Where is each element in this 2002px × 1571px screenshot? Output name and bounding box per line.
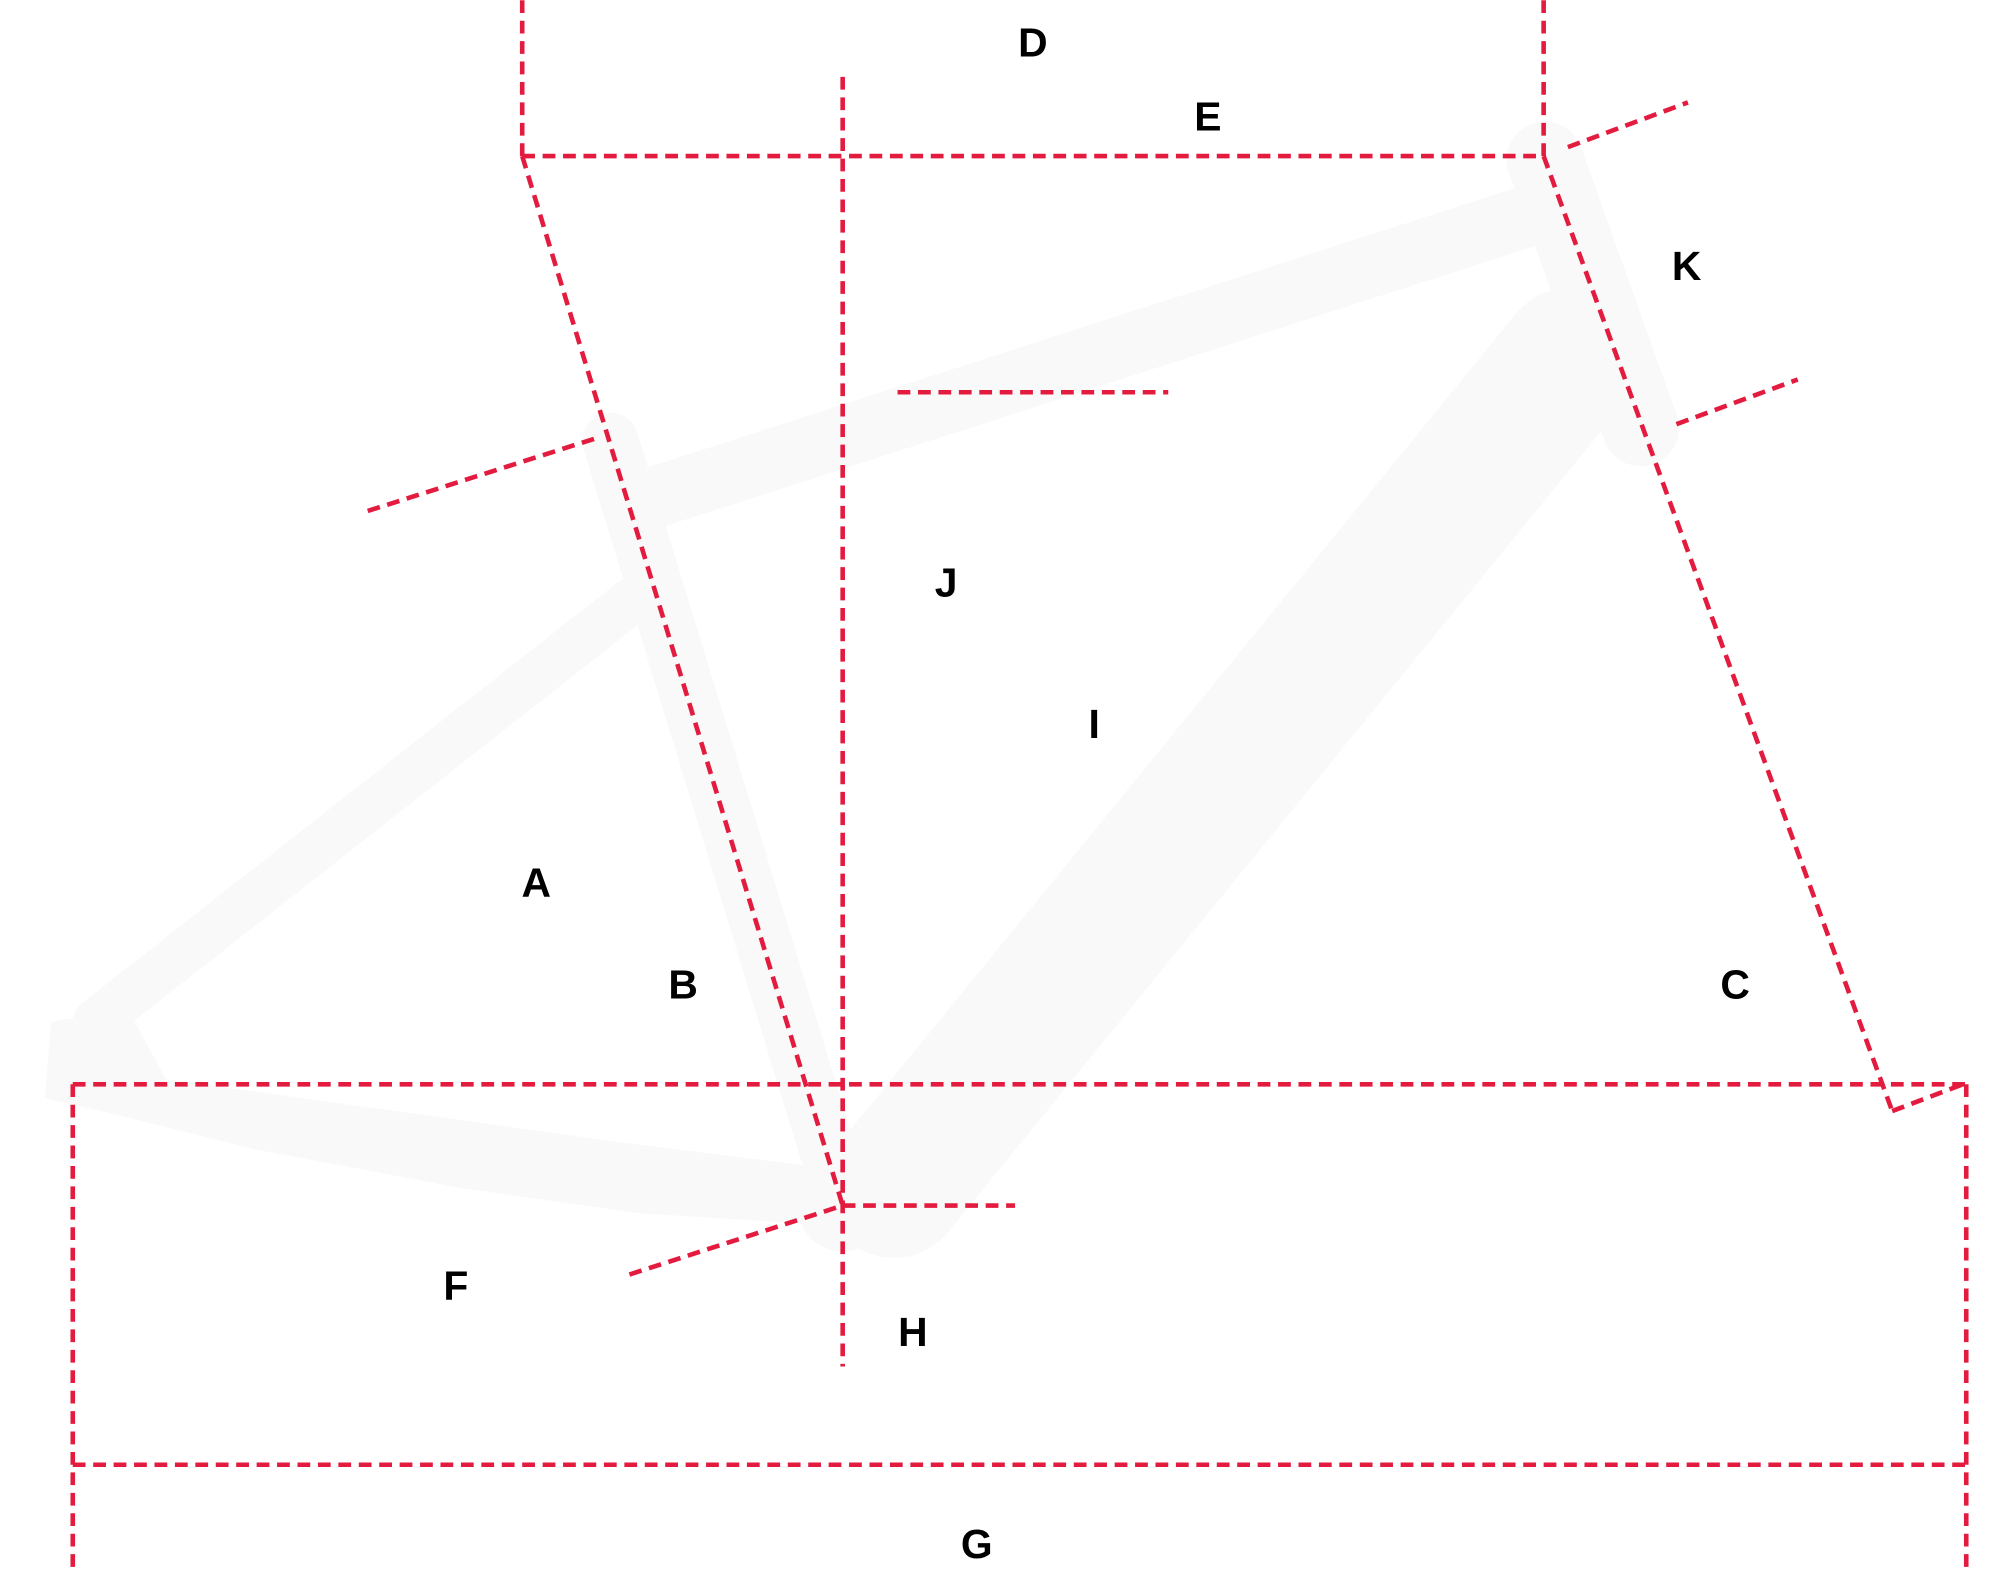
- label-f: F: [443, 1263, 468, 1309]
- seat-stay: [72, 577, 655, 1045]
- label-k: K: [1672, 243, 1702, 289]
- dim-line-head-tube-top: [1567, 100, 1689, 150]
- label-e: E: [1194, 94, 1221, 140]
- label-b: B: [668, 962, 698, 1008]
- dim-line-fork-offset: [1891, 1080, 1968, 1114]
- dim-line-seat-tube-top: [367, 434, 601, 514]
- label-i: I: [1089, 701, 1100, 747]
- label-a: A: [522, 860, 552, 906]
- dim-line-head-tube-axis: [1541, 155, 1895, 1112]
- dim-line-head-tube-bottom: [1675, 377, 1799, 427]
- label-d: D: [1018, 19, 1048, 65]
- label-j: J: [935, 560, 958, 606]
- down-tube: [823, 287, 1641, 1258]
- label-c: C: [1720, 962, 1750, 1008]
- label-g: G: [961, 1521, 993, 1567]
- dimension-labels: D E K J I A B C F H G: [443, 19, 1750, 1567]
- top-tube: [601, 184, 1563, 536]
- dim-line-chainstay: [628, 1203, 844, 1277]
- label-h: H: [898, 1309, 928, 1355]
- chain-stay: [44, 1008, 843, 1226]
- dimension-lines: [70, 0, 1969, 1571]
